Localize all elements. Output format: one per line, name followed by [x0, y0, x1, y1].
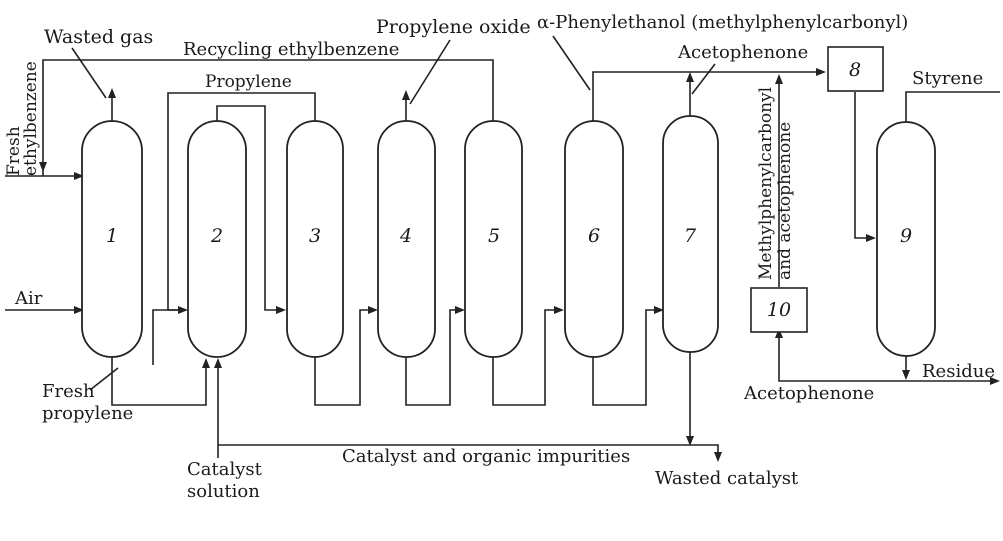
line-1-to-2 — [111, 355, 207, 406]
stream-labels: Fresh ethylbenzene Wasted gas Recycling … — [4, 12, 995, 502]
unit-1-label: 1 — [106, 225, 118, 247]
arrow-acetophenone-bottom — [775, 328, 783, 338]
fresh-propylene-label-2: propylene — [42, 403, 133, 424]
methylphenylcarbonyl-label-1: Methylphenylcarbonyl — [756, 87, 776, 280]
arrow-10-to-8 — [775, 74, 783, 84]
arrow-3-to-4 — [368, 306, 378, 314]
unit-6-label: 6 — [588, 225, 600, 247]
leader-lines — [71, 35, 716, 391]
arrow-propylene-recycle — [178, 306, 188, 314]
methylphenylcarbonyl-label-2: and acetophenone — [775, 122, 795, 280]
column-1 — [81, 120, 143, 358]
arrow-1-to-2 — [202, 358, 210, 368]
line-2-to-3 — [216, 105, 282, 311]
acetophenone-bottom-label: Acetophenone — [743, 383, 874, 404]
arrow-air — [74, 306, 84, 314]
column-2 — [187, 120, 247, 358]
unit-10-box — [750, 287, 808, 333]
arrow-6-to-7 — [654, 306, 664, 314]
catalyst-solution-label-1: Catalyst — [187, 459, 263, 480]
styrene-label: Styrene — [912, 68, 983, 89]
column-3 — [286, 120, 344, 358]
catalyst-solution-label-2: solution — [187, 481, 260, 502]
column-5 — [464, 120, 523, 358]
unit-2-label: 2 — [210, 225, 223, 247]
wasted-gas-leader — [71, 47, 107, 99]
unit-5-label: 5 — [488, 225, 500, 247]
arrow-residue-out — [990, 377, 1000, 385]
unit-numbers: 1 2 3 4 5 6 7 8 9 10 — [106, 59, 912, 321]
wasted-catalyst-label: Wasted catalyst — [655, 468, 799, 489]
phenylethanol-leader — [552, 35, 591, 91]
acetophenone-top-leader — [691, 63, 716, 95]
line-3-to-4 — [314, 309, 375, 406]
arrow-8-to-9 — [866, 234, 876, 242]
arrow-4-to-5 — [455, 306, 465, 314]
acetophenone-bottom-line — [778, 332, 996, 382]
arrow-6-to-8 — [816, 68, 826, 76]
line-8-to-9 — [854, 92, 872, 239]
styrene-line — [905, 91, 1000, 122]
fresh-propylene-label-1: Fresh — [42, 381, 95, 402]
propylene-oxide-leader — [409, 39, 451, 105]
column-9 — [876, 121, 936, 357]
arrow-5-to-6 — [554, 306, 564, 314]
line-6-to-7 — [592, 309, 661, 406]
unit-7-label: 7 — [684, 225, 697, 247]
catalyst-impurities-label: Catalyst and organic impurities — [342, 446, 630, 467]
arrow-2-to-3 — [276, 306, 286, 314]
arrow-fresh-ethylbenzene — [74, 172, 84, 180]
vessels — [81, 46, 936, 358]
fresh-ethylbenzene-label-1: Fresh — [4, 126, 24, 176]
propylene-label: Propylene — [205, 72, 292, 92]
fresh-ethylbenzene-label-2: ethylbenzene — [21, 61, 41, 176]
arrow-wasted-gas — [108, 88, 116, 98]
arrow-residue — [902, 370, 910, 380]
acetophenone-top-label: Acetophenone — [677, 42, 808, 63]
unit-8-label: 8 — [849, 59, 861, 81]
unit-4-label: 4 — [399, 225, 412, 247]
air-label: Air — [14, 288, 43, 309]
fresh-propylene-line — [152, 309, 180, 365]
unit-9-label: 9 — [900, 225, 912, 247]
line-5-to-6 — [492, 309, 561, 406]
column-4 — [377, 120, 436, 358]
line-4-to-5 — [405, 309, 462, 406]
wasted-gas-label: Wasted gas — [44, 26, 153, 48]
unit-8-box — [827, 46, 884, 92]
unit-3-label: 3 — [309, 225, 321, 247]
phenylethanol-label: α-Phenylethanol (methylphenylcarbonyl) — [537, 12, 908, 33]
column-7 — [662, 115, 719, 353]
fresh-propylene-leader — [89, 367, 119, 391]
arrow-wasted-catalyst — [686, 436, 694, 446]
arrow-catalyst-end — [714, 452, 722, 462]
recycling-ethylbenzene-label: Recycling ethylbenzene — [183, 39, 399, 60]
column-6 — [564, 120, 624, 358]
arrow-recycle-ethylbenzene — [39, 162, 47, 172]
residue-label: Residue — [922, 361, 995, 382]
propylene-oxide-label: Propylene oxide — [376, 16, 531, 38]
arrow-propylene-oxide — [402, 90, 410, 100]
catalyst-line — [217, 360, 719, 458]
line-6-to-8 — [592, 71, 820, 125]
arrowheads — [39, 68, 1000, 462]
arrow-catalyst — [214, 358, 222, 368]
recycling-ethylbenzene-line — [42, 59, 494, 176]
arrow-acetophenone-top — [686, 72, 694, 82]
unit-10-label: 10 — [767, 299, 791, 321]
